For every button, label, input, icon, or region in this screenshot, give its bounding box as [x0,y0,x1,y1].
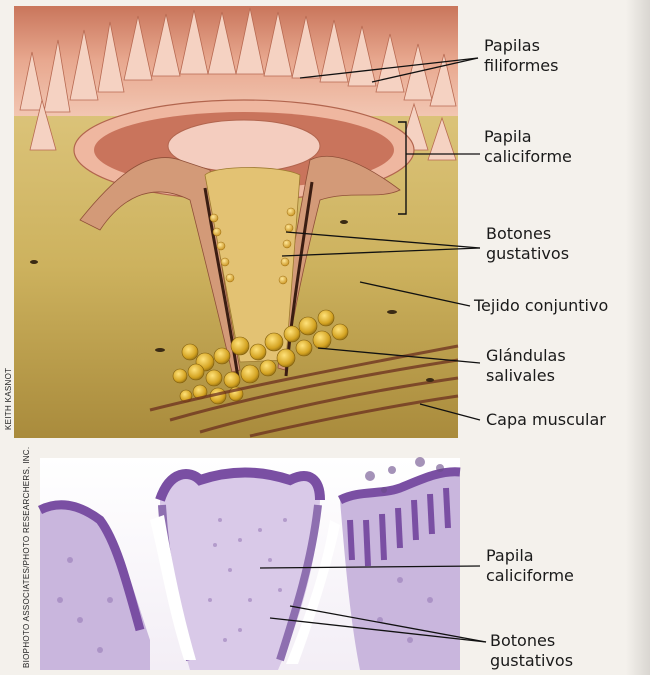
page-gutter [626,0,650,675]
label-botones-gustativos-top: Botones gustativos [486,224,569,264]
label-tejido-conjuntivo: Tejido conjuntivo [474,296,608,316]
label-glandulas-salivales: Glándulas salivales [486,346,566,386]
label-papila-caliciforme-bottom: Papila caliciforme [486,546,574,586]
label-capa-muscular: Capa muscular [486,410,606,430]
label-botones-gustativos-bottom: Botones gustativos [490,631,573,671]
label-papila-caliciforme-top: Papila caliciforme [484,127,572,167]
credit-illustration: KEITH KASNOT [4,368,13,430]
credit-micrograph: BIOPHOTO ASSOCIATES/PHOTO RESEARCHERS, I… [22,447,31,668]
micrograph-panel [40,457,460,670]
illustration-panel [14,6,458,438]
label-papilas-filiformes: Papilas filiformes [484,36,558,76]
